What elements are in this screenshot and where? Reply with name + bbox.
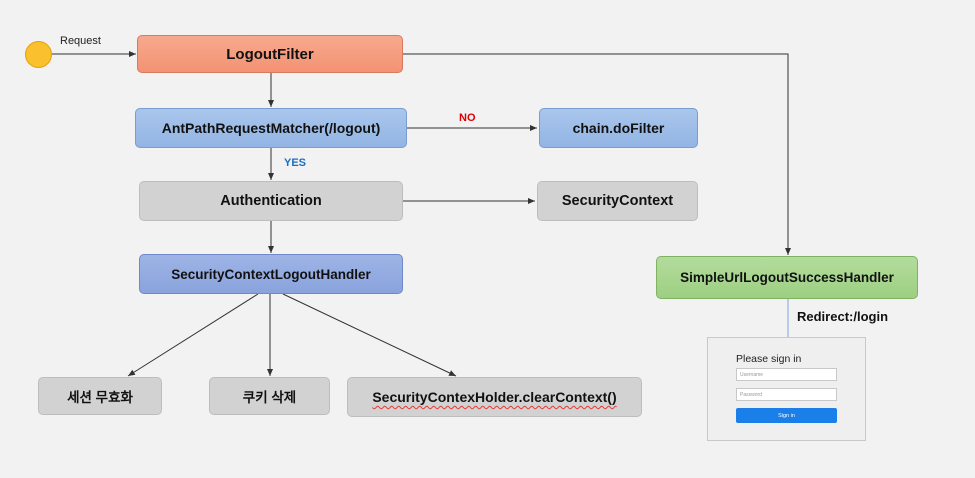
clear-context-label: SecurityContexHolder.clearContext() bbox=[372, 389, 617, 405]
clear-context-node: SecurityContexHolder.clearContext() bbox=[347, 377, 642, 417]
request-label: Request bbox=[60, 35, 101, 47]
redirect-label: Redirect:/login bbox=[797, 309, 889, 324]
no-label: NO bbox=[459, 112, 476, 124]
login-title: Please sign in bbox=[736, 353, 802, 365]
arrow-filter-to-success-handler bbox=[403, 53, 791, 255]
logout-handler-node: SecurityContextLogoutHandler bbox=[139, 254, 403, 294]
do-filter-node: chain.doFilter bbox=[539, 108, 698, 148]
username-field[interactable]: Username bbox=[736, 368, 837, 381]
password-field[interactable]: Password bbox=[736, 388, 837, 401]
yes-label: YES bbox=[284, 157, 307, 169]
logout-filter-node: LogoutFilter bbox=[137, 35, 403, 73]
authentication-node: Authentication bbox=[139, 181, 403, 221]
arrow-handler-to-clear bbox=[282, 293, 457, 377]
arrow-handler-to-session bbox=[127, 293, 259, 377]
matcher-node: AntPathRequestMatcher(/logout) bbox=[135, 108, 407, 148]
session-invalidate-node: 세션 무효화 bbox=[38, 377, 162, 415]
request-start-node bbox=[25, 41, 52, 68]
success-handler-node: SimpleUrlLogoutSuccessHandler bbox=[656, 256, 918, 299]
sign-in-button[interactable]: Sign in bbox=[736, 408, 837, 423]
cookie-delete-node: 쿠키 삭제 bbox=[209, 377, 330, 415]
login-page-thumbnail: Please sign in Username Password Sign in bbox=[707, 337, 866, 441]
security-context-node: SecurityContext bbox=[537, 181, 698, 221]
